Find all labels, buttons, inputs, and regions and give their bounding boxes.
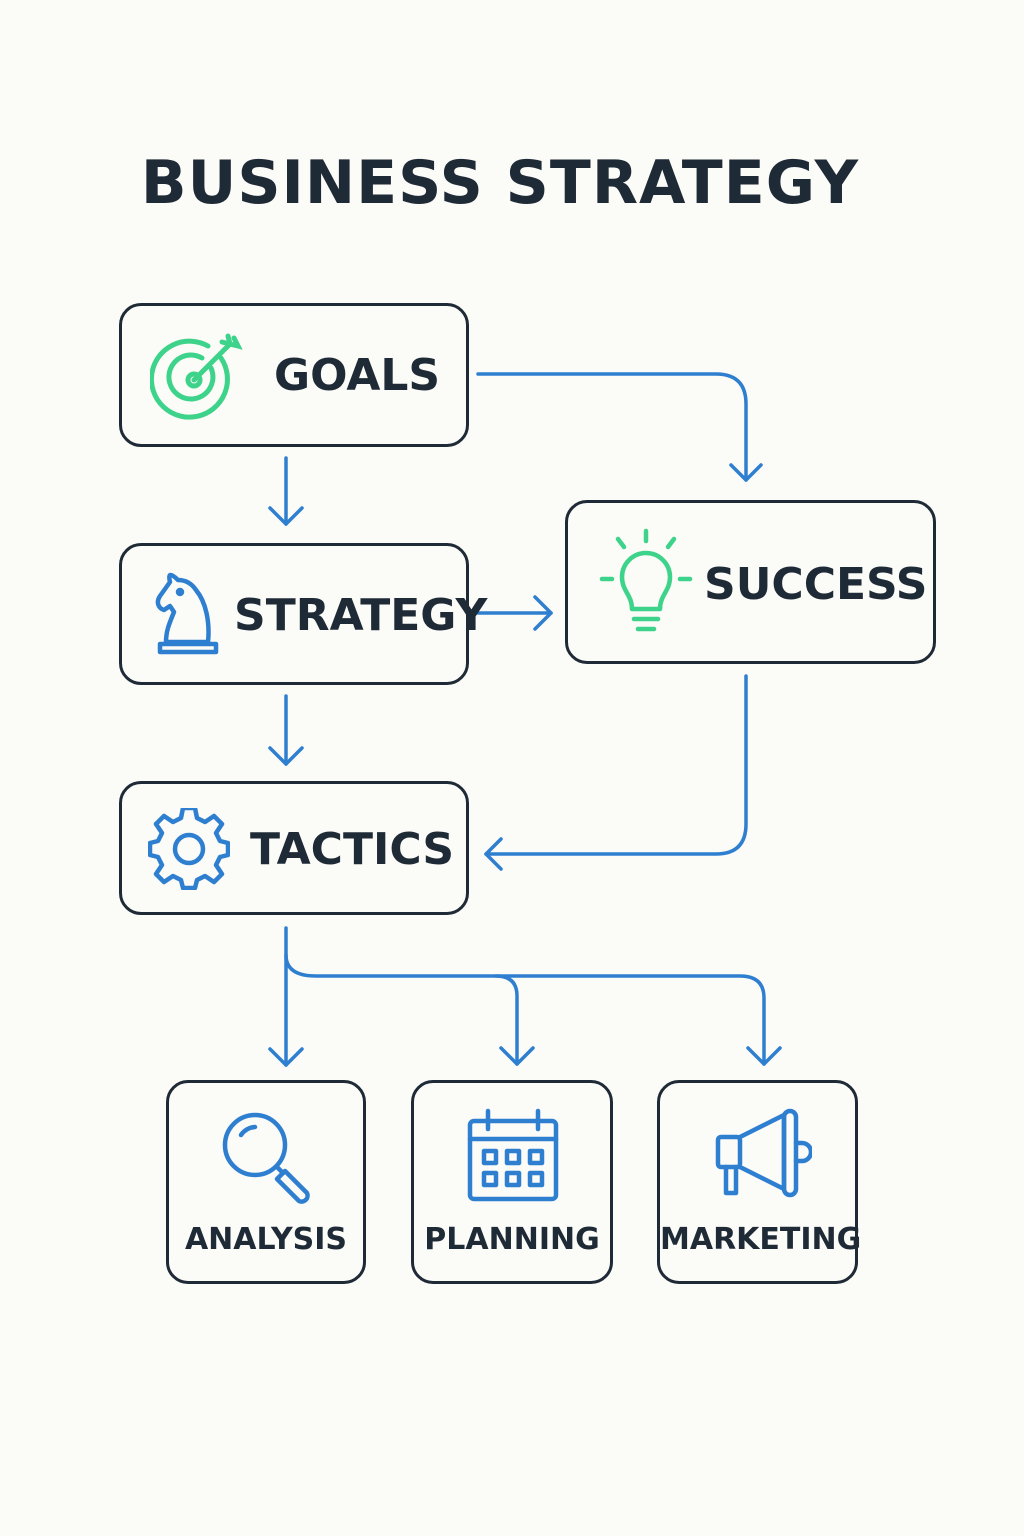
lightbulb-icon (599, 528, 693, 632)
node-goals: GOALS (119, 303, 469, 447)
diagram-title: BUSINESS STRATEGY (140, 148, 860, 218)
edge-strategy-success (476, 595, 553, 631)
target-icon (150, 333, 243, 420)
node-tactics: TACTICS (119, 781, 469, 915)
planning-label: PLANNING (424, 1222, 600, 1257)
gear-icon (148, 808, 230, 890)
node-planning: PLANNING (411, 1080, 613, 1284)
node-marketing: MARKETING (657, 1080, 862, 1284)
goals-label: GOALS (274, 350, 441, 401)
strategy-label: STRATEGY (234, 590, 488, 641)
edge-tactics-marketing (494, 974, 782, 1066)
node-analysis: ANALYSIS (166, 1080, 366, 1284)
edge-goals-success (476, 372, 763, 482)
edge-tactics-analysis (268, 926, 304, 1067)
tactics-label: TACTICS (250, 824, 455, 875)
edge-success-tactics (484, 674, 748, 871)
edge-goals-strategy (268, 456, 304, 526)
magnifier-icon (222, 1112, 310, 1204)
node-success: SUCCESS (565, 500, 936, 664)
megaphone-icon (715, 1108, 812, 1198)
calendar-icon (467, 1108, 559, 1202)
node-strategy: STRATEGY (119, 543, 487, 685)
edge-tactics-planning (284, 953, 535, 1066)
marketing-label: MARKETING (660, 1222, 862, 1257)
edge-strategy-tactics (268, 694, 304, 766)
chess-knight-icon (155, 572, 219, 655)
analysis-label: ANALYSIS (184, 1222, 348, 1257)
success-label: SUCCESS (704, 559, 928, 610)
